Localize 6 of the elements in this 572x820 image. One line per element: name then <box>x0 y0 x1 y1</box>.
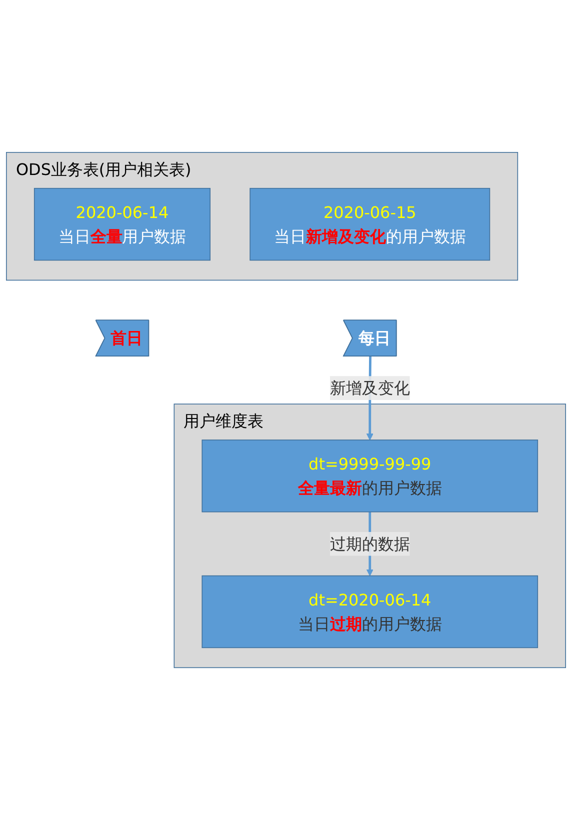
edge-label: 过期的数据 <box>330 534 410 554</box>
node-box: 2020-06-14 当日全量用户数据 <box>34 188 211 261</box>
node-box: dt=2020-06-14 当日过期的用户数据 <box>202 575 538 648</box>
edge-label: 新增及变化 <box>330 378 410 398</box>
node-box: dt=9999-99-99 全量最新的用户数据 <box>202 440 538 512</box>
node-box: 2020-06-15 当日新增及变化的用户数据 <box>250 188 490 261</box>
